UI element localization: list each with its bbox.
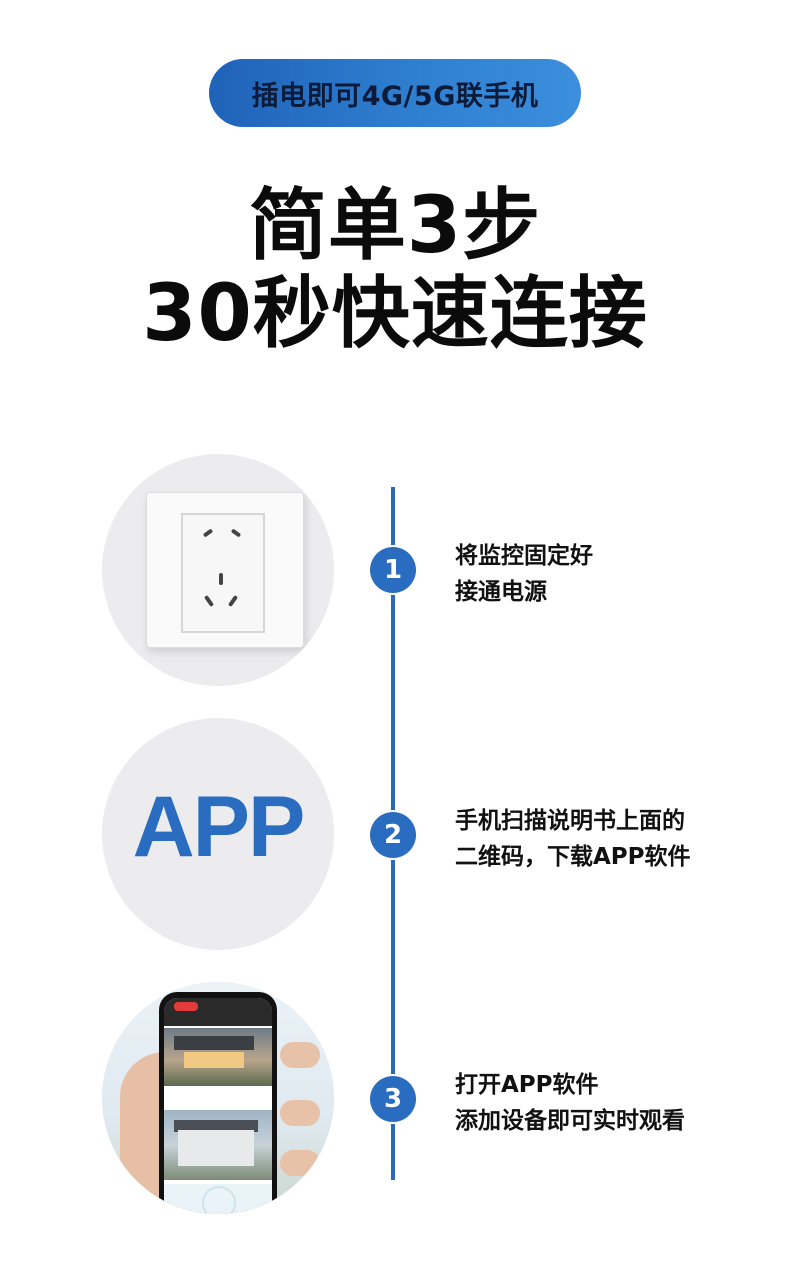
step-3-badge: 3	[370, 1076, 416, 1122]
step-1-text: 将监控固定好 接通电源	[455, 538, 593, 610]
headline-line-1: 简单3步	[248, 181, 542, 271]
step-3-text: 打开APP软件 添加设备即可实时观看	[455, 1067, 685, 1139]
step-1-line-2: 接通电源	[455, 579, 547, 605]
banner-label: 插电即可4G/5G联手机	[251, 80, 539, 112]
step-2-line-2: 二维码，下载APP软件	[455, 844, 691, 870]
banner-pill: 插电即可4G/5G联手机	[209, 59, 581, 127]
socket-illustration	[102, 454, 334, 686]
step-2-text: 手机扫描说明书上面的 二维码，下载APP软件	[455, 803, 691, 875]
phone-illustration	[102, 982, 334, 1214]
app-logo-text: APP	[132, 779, 306, 875]
smartphone-icon	[159, 992, 277, 1214]
step-2-line-1: 手机扫描说明书上面的	[455, 808, 685, 834]
step-1-line-1: 将监控固定好	[455, 543, 593, 569]
step-2-badge: 2	[370, 812, 416, 858]
step-1-badge: 1	[370, 547, 416, 593]
step-3-line-2: 添加设备即可实时观看	[455, 1108, 685, 1134]
headline-line-2: 30秒快速连接	[142, 269, 648, 359]
socket-plate-icon	[146, 492, 304, 648]
app-illustration: APP	[102, 718, 334, 950]
step-3-line-1: 打开APP软件	[455, 1072, 599, 1098]
